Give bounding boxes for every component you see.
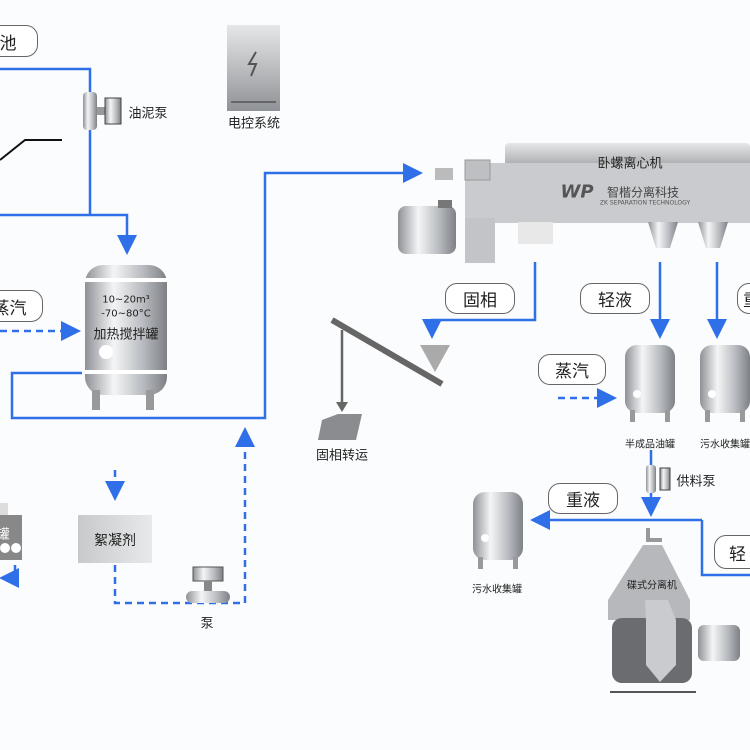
light-liquid-label: 轻液: [598, 291, 632, 311]
control-system-label: 电控系统: [227, 116, 281, 132]
flow-line-tank-to-decanter: [10, 163, 423, 420]
flocculant-tank-icon: [78, 515, 152, 563]
solid-transport-label: 固相转运: [315, 448, 369, 464]
tank-temp-label: -70~80°C: [101, 308, 151, 320]
steam-left-box: 蒸汽: [0, 290, 43, 322]
heavy-liquid-box-partial: 重: [737, 283, 750, 314]
sewage-tank-2-label: 污水收集罐: [472, 584, 522, 596]
decanter-label: 卧螺离心机: [597, 156, 663, 172]
left-tank-label: 罐: [0, 527, 10, 543]
light-partial-label: 轻: [729, 544, 746, 565]
flow-line-solid: [422, 262, 537, 339]
left-tank-line: [0, 565, 19, 588]
feed-pump-icon: [646, 465, 671, 493]
sludge-pump-icon: [83, 92, 122, 130]
steam-right-label: 蒸汽: [555, 362, 589, 382]
brand-logo: WP: [560, 181, 594, 203]
tank-volume-label: 10~20m³: [102, 294, 150, 306]
flocculant-label: 絮凝剂: [94, 533, 136, 549]
heavy-partial-label: 重: [743, 286, 750, 311]
flocculant-out-line: [113, 427, 255, 605]
light-liquid-box-partial: 轻: [714, 535, 750, 569]
black-line: [0, 139, 62, 161]
heavy-liquid-label: 重液: [566, 491, 600, 511]
solid-phase-box: 固相: [445, 283, 515, 314]
solid-phase-label: 固相: [463, 291, 497, 311]
screw-conveyor-icon: [318, 317, 450, 440]
semi-oil-tank-label: 半成品油罐: [625, 439, 675, 451]
semi-finished-oil-tank-icon: [625, 345, 675, 422]
pool-label: 池: [0, 33, 17, 54]
sludge-pump-label: 油泥泵: [128, 106, 168, 122]
disc-separator-label: 碟式分离机: [627, 580, 677, 592]
sewage-tank-icon: [700, 345, 750, 422]
pump-label: 泵: [200, 616, 214, 632]
flow-line-pool-to-pump: [0, 67, 92, 215]
heavy-liquid-box: 重液: [548, 483, 618, 514]
steam-right-box: 蒸汽: [538, 354, 606, 385]
heating-tank-icon: [85, 265, 167, 410]
heating-tank-label: 加热搅拌罐: [93, 327, 159, 343]
light-liquid-box: 轻液: [580, 283, 650, 314]
sewage-tank-1-label: 污水收集罐: [700, 439, 750, 451]
disc-separator-icon: [608, 528, 740, 693]
decanter-centrifuge-icon: [398, 143, 750, 263]
sewage-tank-2-icon: [473, 492, 523, 569]
flow-line-to-heating-tank: [0, 213, 137, 255]
brand-name-label: 智楷分离科技: [606, 185, 680, 200]
control-cabinet-icon: [227, 25, 280, 111]
pool-label-box: 池: [0, 25, 38, 57]
feed-pump-label: 供料泵: [676, 474, 716, 490]
pump-icon: [186, 566, 230, 603]
left-partial-tank-icon: [0, 503, 22, 560]
brand-en-label: ZK SEPARATION TECHNOLOGY: [599, 199, 691, 207]
flow-line-light-out: [700, 520, 750, 577]
steam-left-label: 蒸汽: [0, 298, 27, 319]
